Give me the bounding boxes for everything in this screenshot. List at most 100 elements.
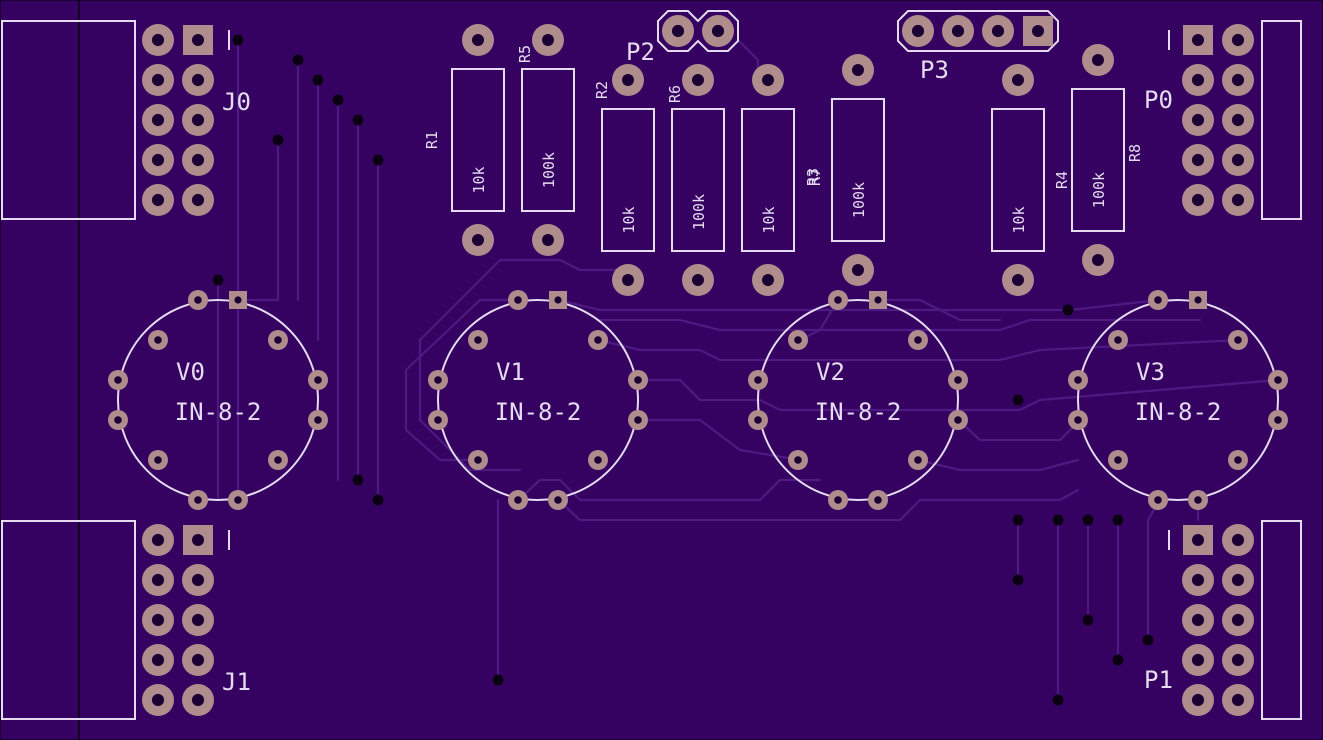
pad-hole (1234, 336, 1242, 344)
traces (216, 38, 1280, 702)
resistor-ref: R3 (804, 168, 822, 186)
pad-hole (1191, 653, 1205, 667)
resistor-ref: R8 (1126, 144, 1144, 162)
via (1012, 394, 1024, 406)
pad-hole (1191, 113, 1205, 127)
pad-hole (1231, 573, 1245, 587)
resistor-value: 10k (620, 206, 638, 233)
pad-hole (874, 296, 882, 304)
pad-hole (474, 336, 482, 344)
trace (236, 138, 280, 302)
resistor-ref: R1 (423, 131, 441, 149)
trace (636, 418, 802, 462)
pad-hole (711, 24, 725, 38)
pad-hole (274, 456, 282, 464)
vias (212, 34, 1154, 706)
pad-hole (191, 153, 205, 167)
pad-hole (151, 533, 165, 547)
trace (556, 488, 1080, 522)
pad-hole (234, 296, 242, 304)
trace (596, 338, 1242, 362)
resistor-r8: 100k R8 (1071, 44, 1144, 276)
pad-hole (151, 33, 165, 47)
pad-hole (434, 416, 442, 424)
pad-hole (1231, 613, 1245, 627)
pad-hole (474, 456, 482, 464)
pad-hole (151, 153, 165, 167)
nixie-tubes: V0 IN-8-2 V1 IN-8-2 V2 IN-8-2 V3 IN-8-2 (108, 290, 1288, 510)
resistor-body (521, 68, 575, 212)
via (232, 34, 244, 46)
pad-hole (874, 496, 882, 504)
resistors: 10k R1 100k R5 10k R2 100k R6 (423, 24, 1144, 296)
via (1012, 574, 1024, 586)
connector-p2-outline (657, 10, 739, 52)
pad-hole (1114, 336, 1122, 344)
pad-hole (594, 456, 602, 464)
pad-hole (671, 24, 685, 38)
pad-hole (314, 376, 322, 384)
pad-hole (594, 336, 602, 344)
pad-hole (151, 613, 165, 627)
trace (556, 298, 1162, 312)
connector-p1-label: P1 (1144, 666, 1173, 694)
connector-p0: P0 (1144, 20, 1302, 220)
pad-hole (1231, 193, 1245, 207)
via (1142, 634, 1154, 646)
pad-hole (554, 496, 562, 504)
resistor-r4: 10k R4 (991, 64, 1071, 296)
pad-hole (554, 296, 562, 304)
connector-j1: J1 (1, 520, 251, 720)
via (372, 154, 384, 166)
pad-hole (834, 496, 842, 504)
pad-hole (151, 193, 165, 207)
resistor-ref: R4 (1053, 171, 1071, 189)
via (1062, 304, 1074, 316)
pad-hole (194, 296, 202, 304)
pad-hole (234, 496, 242, 504)
pad-hole (1114, 456, 1122, 464)
pad-hole (834, 296, 842, 304)
tube-socket-outline (1077, 299, 1279, 501)
connector-p3-outline (897, 10, 1059, 52)
pad-hole (794, 336, 802, 344)
pad-hole (151, 573, 165, 587)
via (312, 74, 324, 86)
header-pads (662, 15, 734, 47)
trace (916, 458, 1080, 472)
resistor-value: 10k (760, 206, 778, 233)
via (492, 674, 504, 686)
pad-hole (191, 573, 205, 587)
pad-hole (434, 376, 442, 384)
tube-ref: V2 (816, 358, 845, 386)
resistor-body (451, 68, 505, 212)
resistor-body (1071, 88, 1125, 232)
pad-hole (151, 113, 165, 127)
resistor-value: 10k (470, 166, 488, 193)
trace (404, 298, 520, 462)
pad-hole (1231, 653, 1245, 667)
pad-hole (1191, 73, 1205, 87)
pad-hole (1074, 416, 1082, 424)
connector-j0-body (1, 20, 136, 220)
pad-hole (514, 496, 522, 504)
pad-hole (1032, 25, 1044, 37)
resistor-r3: 10k R3 (741, 64, 822, 296)
pad-hole (1191, 693, 1205, 707)
pad-hole (954, 376, 962, 384)
trace (418, 258, 622, 472)
connector-j1-body (1, 520, 136, 720)
tube-v2: V2 IN-8-2 (748, 290, 968, 510)
trace (956, 418, 1082, 442)
trace (516, 478, 822, 502)
resistor-ref: R6 (666, 85, 684, 103)
via (1082, 514, 1094, 526)
pad-hole (274, 336, 282, 344)
connector-j0-label: J0 (222, 88, 251, 116)
pad-hole (1231, 693, 1245, 707)
tube-socket-outline (117, 299, 319, 501)
connector-j1-label: J1 (222, 668, 251, 696)
pad-hole (1191, 573, 1205, 587)
pad-hole (1194, 496, 1202, 504)
